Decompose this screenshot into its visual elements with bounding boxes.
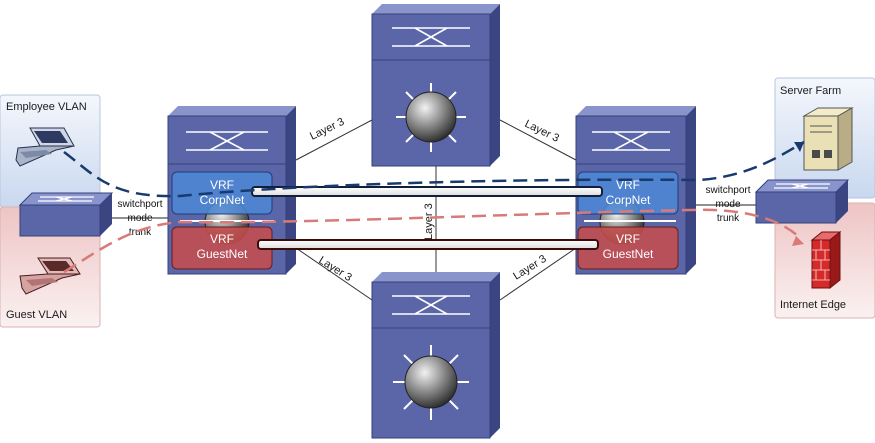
employee-laptop-icon xyxy=(15,127,75,167)
employee-vlan-label: Employee VLAN xyxy=(6,101,87,113)
switch-crossed-arrows-icon xyxy=(186,131,268,151)
layer3-links xyxy=(295,119,577,301)
switch-crossed-arrows-icon xyxy=(592,131,670,151)
link-left-bottom xyxy=(295,247,373,301)
layer3-label-bottom-left: Layer 3 xyxy=(316,254,353,284)
layer3-label-top-left: Layer 3 xyxy=(308,116,346,143)
vrf-guest-name-left: GuestNet xyxy=(197,247,248,261)
vrf-corp-name-left: CorpNet xyxy=(200,193,245,207)
trunk-right-line1: switchport xyxy=(705,185,750,196)
switch-crossed-arrows-icon xyxy=(774,183,830,189)
link-right-bottom xyxy=(499,247,577,301)
vrf-corp-name-right: CorpNet xyxy=(606,193,651,207)
core-switch-top xyxy=(371,4,500,167)
vrf-guest-name-right: GuestNet xyxy=(603,247,654,261)
access-switch-left xyxy=(18,192,114,237)
layer3-label-top-right: Layer 3 xyxy=(523,118,561,145)
switch-crossed-arrows-icon xyxy=(38,196,94,202)
link-left-top xyxy=(295,119,373,161)
corpnet-traffic-path xyxy=(63,140,805,198)
vrf-corp-title-left: VRF xyxy=(210,178,234,192)
link-right-top xyxy=(499,119,577,161)
trunk-right-line3: trunk xyxy=(717,213,740,224)
arrow-head-icon xyxy=(792,236,804,246)
switch-crossed-arrows-icon xyxy=(392,27,470,47)
layer3-label-bottom-right: Layer 3 xyxy=(511,253,548,283)
guest-vlan-label: Guest VLAN xyxy=(6,309,67,321)
firewall-icon xyxy=(810,230,842,290)
guestnet-vrf-tunnel xyxy=(257,239,599,250)
core-switch-bottom xyxy=(371,272,500,439)
vrf-guest-title-right: VRF xyxy=(616,232,640,246)
router-sphere-icon xyxy=(405,91,457,143)
server-icon xyxy=(802,107,854,171)
arrow-head-icon xyxy=(794,142,804,152)
vrf-guest-title-left: VRF xyxy=(210,232,234,246)
access-switch-right xyxy=(754,179,850,224)
trunk-left-line1: switchport xyxy=(117,199,162,210)
trunk-right-line2: mode xyxy=(715,199,740,210)
router-sphere-icon xyxy=(404,355,458,409)
guest-laptop-icon xyxy=(19,257,81,295)
server-farm-label: Server Farm xyxy=(780,85,841,97)
vrf-corp-title-right: VRF xyxy=(616,178,640,192)
trunk-left-line3: trunk xyxy=(129,227,152,238)
trunk-label-left: switchport mode trunk xyxy=(117,199,162,238)
guestnet-traffic-path xyxy=(63,208,801,274)
internet-edge-label: Internet Edge xyxy=(780,299,846,311)
layer3-label-center: Layer 3 xyxy=(423,203,435,240)
switch-crossed-arrows-icon xyxy=(392,295,470,315)
trunk-left-line2: mode xyxy=(127,213,152,224)
trunk-label-right: switchport mode trunk xyxy=(705,185,750,224)
